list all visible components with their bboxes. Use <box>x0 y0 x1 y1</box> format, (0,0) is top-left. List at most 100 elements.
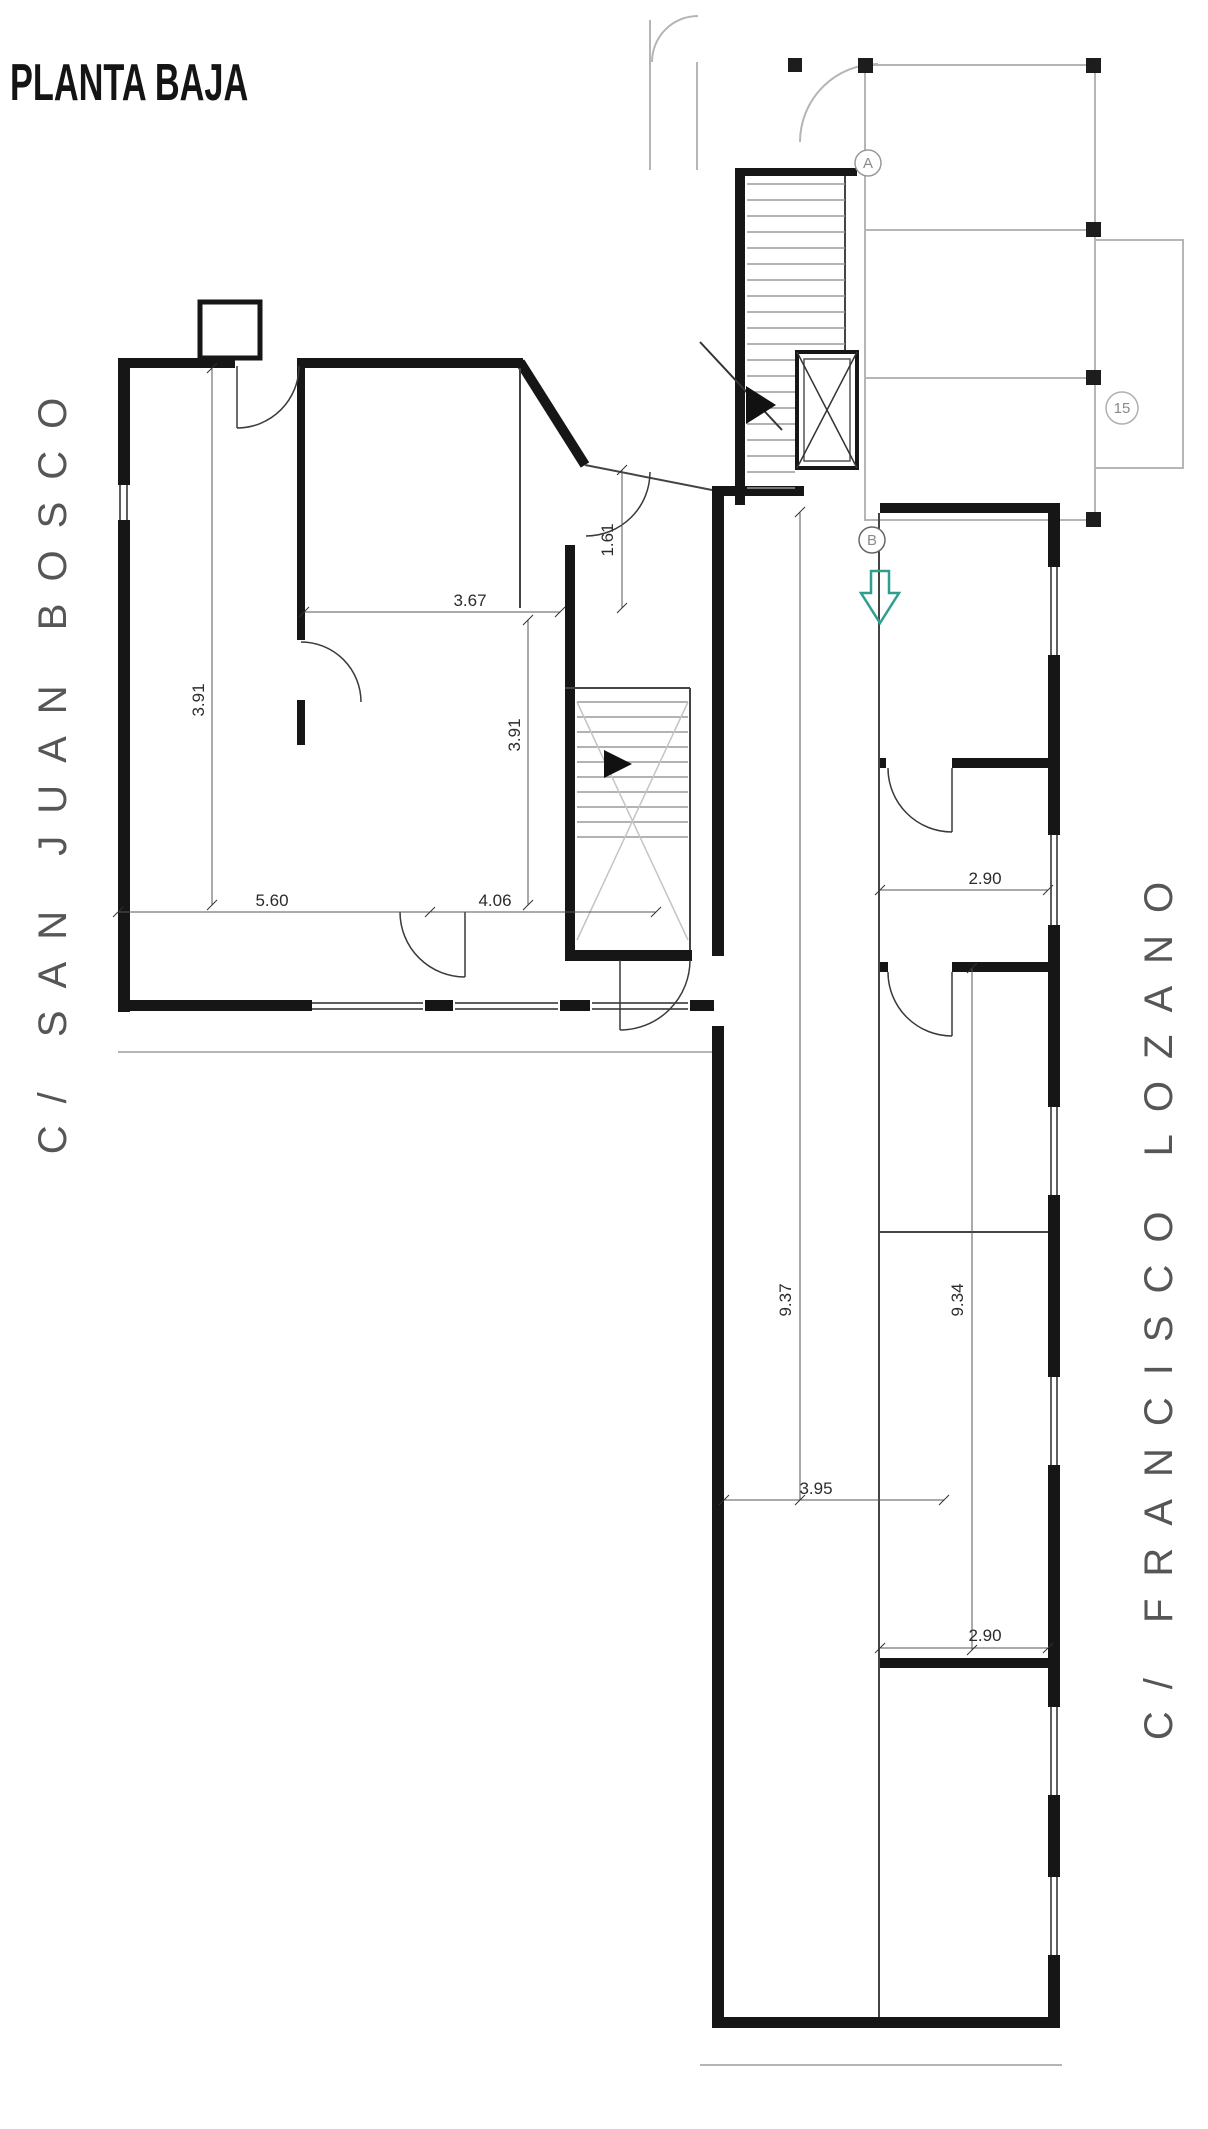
wall-segment <box>712 1026 724 2028</box>
adjacent-columns <box>788 58 1101 527</box>
dim-label-3-95: 3.95 <box>799 1479 832 1498</box>
wall-diagonal <box>515 359 590 468</box>
dim-label-9-37: 9.37 <box>776 1283 795 1316</box>
wall-segment <box>118 358 235 368</box>
wall-segment <box>1048 655 1060 835</box>
stair-direction-arrow-icon <box>604 750 632 778</box>
dim-label-4-06: 4.06 <box>478 891 511 910</box>
column <box>788 58 802 72</box>
dim-label-3-91-left: 3.91 <box>189 683 208 716</box>
adjacent-door-arc <box>799 63 879 143</box>
marker-b-circle <box>858 526 886 554</box>
wall-segment <box>880 1658 1048 1668</box>
wall-segment <box>735 172 745 505</box>
dim-label-9-34: 9.34 <box>948 1283 967 1316</box>
dim-label-3-91-mid: 3.91 <box>505 718 524 751</box>
wall-segment <box>1048 1795 1060 1877</box>
door-arc <box>887 767 953 833</box>
marker-lot-label: 15 <box>1114 400 1131 417</box>
wall-segment <box>880 758 886 768</box>
wall-segment <box>1048 1465 1060 1707</box>
wall-segment <box>118 358 130 485</box>
marker-a-label: A <box>863 155 873 172</box>
adjacent-floor-lines <box>865 229 1095 379</box>
wall-segment <box>297 368 305 640</box>
window-band-bottom <box>312 1002 688 1010</box>
column <box>1086 512 1101 527</box>
page-title: PLANTA BAJA <box>10 54 248 112</box>
thin-lines <box>519 176 1048 2017</box>
window-left-wall <box>119 485 128 520</box>
dim-label-3-67: 3.67 <box>453 591 486 610</box>
section-arrow-icon <box>746 386 776 424</box>
wall-segment <box>297 358 523 368</box>
wall-segment <box>880 503 1060 513</box>
adjacent-annex <box>1094 239 1184 469</box>
marker-lot-circle <box>1105 391 1139 425</box>
windows <box>119 485 1058 1955</box>
wall-segment <box>425 1000 453 1011</box>
section-line <box>699 341 783 431</box>
elevator-x-icon <box>796 351 858 469</box>
column <box>858 58 873 73</box>
dimension-lines <box>112 362 1054 1656</box>
wall-segment <box>565 950 692 961</box>
marker-a-circle <box>854 149 882 177</box>
dim-label-2-90-bottom: 2.90 <box>968 1626 1001 1645</box>
adjacent-building <box>649 15 1184 521</box>
entrance-arrow-icon <box>858 569 902 626</box>
marker-b-label: B <box>867 532 877 549</box>
wall-segment <box>952 962 1048 972</box>
mid-stair-outline <box>565 687 691 950</box>
sidewalk-lines <box>118 1051 1062 2066</box>
dim-label-5-60: 5.60 <box>255 891 288 910</box>
stair-cut-lines <box>576 701 689 941</box>
wall-segment <box>1048 1195 1060 1377</box>
wall-segment <box>712 486 804 496</box>
entrance-boundary <box>584 464 713 491</box>
column <box>1086 222 1101 237</box>
elevator <box>795 350 859 470</box>
door-arc <box>236 365 300 429</box>
stair-steps-lower <box>747 359 795 489</box>
column <box>1086 370 1101 385</box>
doors <box>236 365 953 1037</box>
stair-mid <box>576 701 689 941</box>
dim-ticks <box>112 362 1054 1656</box>
door-arc <box>619 959 691 1031</box>
adjacent-upper-lines <box>649 15 699 170</box>
dim-label-1-61: 1.61 <box>598 523 617 556</box>
wall-segment <box>690 1000 714 1011</box>
wall-segment <box>880 962 888 972</box>
wall-segment <box>565 545 575 960</box>
door-arc <box>585 471 651 537</box>
wall-segment <box>1048 1955 1060 2028</box>
wall-segment <box>118 1000 312 1011</box>
stairwell-top <box>699 183 845 489</box>
elevator-cab <box>803 358 851 462</box>
wall-segment <box>735 168 857 176</box>
walls <box>118 168 1060 2028</box>
adjacent-outline <box>864 64 1096 521</box>
wall-segment <box>1048 925 1060 1107</box>
stair-steps-upper <box>747 183 845 345</box>
wall-segment <box>118 520 130 1012</box>
wall-segment <box>297 700 305 745</box>
wall-segment <box>712 486 724 956</box>
grid-markers: A B 15 <box>854 149 1139 554</box>
dim-label-2-90-top: 2.90 <box>968 869 1001 888</box>
door-arc <box>300 641 362 703</box>
door-arc <box>887 971 953 1037</box>
wall-segment <box>560 1000 590 1011</box>
dim-lines <box>118 368 1048 1650</box>
wall-segment <box>712 2017 1060 2028</box>
column <box>1086 58 1101 73</box>
street-label-left: C/ SAN JUAN BOSCO <box>31 376 75 1155</box>
door-arc <box>399 911 466 978</box>
street-label-right: C/ FRANCISCO LOZANO <box>1137 860 1181 1740</box>
wall-segment <box>1048 503 1060 567</box>
window-band-right <box>1050 567 1058 1955</box>
stair-steps <box>577 701 688 838</box>
